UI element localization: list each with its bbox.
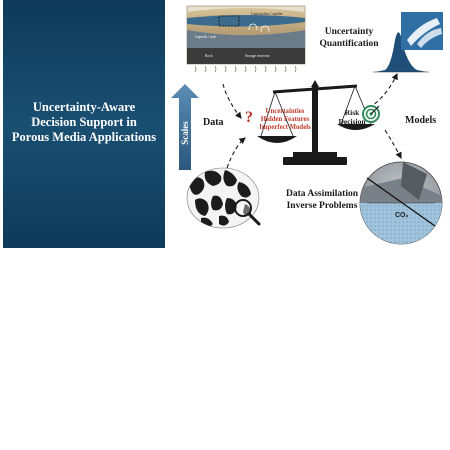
balance-right-text: Risk Decision	[335, 108, 369, 126]
balance-scale	[257, 80, 375, 165]
scales-arrow	[171, 84, 199, 170]
uq-icon	[401, 12, 443, 50]
da-line-1: Data Assimilation	[285, 189, 359, 199]
diagram-svg: Land surface / aquifer Caprock / seal Ro…	[171, 5, 443, 245]
hidden-features-label: Hidden Features	[260, 116, 310, 123]
target-icon	[362, 105, 380, 123]
co2-label: CO₂	[395, 212, 409, 219]
porous-rock-image	[186, 167, 261, 229]
scales-label: Scales	[180, 121, 190, 145]
root-squiggles	[194, 65, 297, 73]
data-label: Data	[203, 117, 224, 128]
geological-cross-section: Land surface / aquifer Caprock / seal Ro…	[186, 5, 306, 73]
title-line-1: Uncertainty-Aware	[32, 100, 136, 114]
decision-label: Decision	[338, 117, 366, 126]
geo-label-rock: Rock	[205, 54, 213, 58]
risk-label: Risk	[344, 108, 360, 117]
question-mark-icon: ?	[245, 109, 253, 126]
uncertainties-label: Uncertainties	[265, 108, 305, 115]
uq-line-2: Quantification	[319, 39, 379, 49]
uncertainty-distribution	[373, 32, 429, 73]
balance-left-text: Uncertainties Hidden Features Imperfect …	[257, 108, 313, 132]
uq-line-1: Uncertainty	[324, 27, 374, 37]
graphical-abstract: Land surface / aquifer Caprock / seal Ro…	[165, 0, 450, 248]
geo-label-seal: Caprock / seal	[195, 35, 216, 39]
title-line-3: Porous Media Applications	[11, 130, 157, 144]
data-assimilation-label: Data Assimilation Inverse Problems	[277, 188, 367, 212]
da-line-2: Inverse Problems	[286, 201, 358, 211]
imperfect-models-label: Imperfect Models	[259, 124, 311, 131]
geo-label-upper: Land surface / aquifer	[251, 12, 283, 16]
uq-label: Uncertainty Quantification	[315, 26, 383, 50]
panel-title: Uncertainty-Aware Decision Support in Po…	[3, 100, 165, 145]
title-panel: Uncertainty-Aware Decision Support in Po…	[3, 0, 165, 248]
title-line-2: Decision Support in	[31, 115, 137, 129]
co2-disc	[359, 161, 443, 245]
geo-label-reservoir: Storage reservoir	[245, 54, 270, 58]
models-label: Models	[405, 115, 437, 126]
